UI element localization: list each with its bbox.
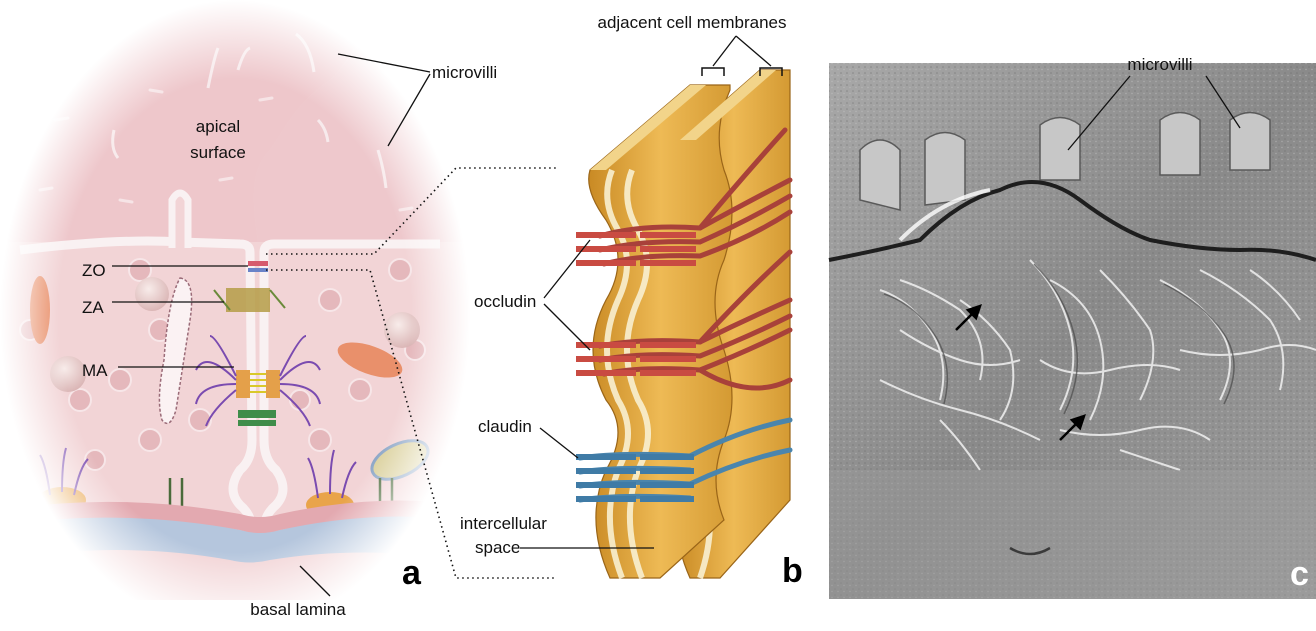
leader-occludin-2	[544, 304, 590, 350]
panel-a-illustration	[0, 0, 470, 631]
label-za: ZA	[82, 298, 104, 317]
label-occludin: occludin	[474, 292, 536, 311]
panel-letter-b: b	[782, 552, 803, 590]
label-microvilli-c: microvilli	[1127, 55, 1192, 74]
label-apical: apical	[196, 117, 240, 136]
label-zo: ZO	[82, 261, 106, 280]
leader-claudin	[540, 428, 578, 458]
label-microvilli-a: microvilli	[432, 63, 497, 82]
leader-adjacent-2	[736, 36, 771, 66]
panel-c-micrograph	[829, 63, 1316, 599]
label-ma: MA	[82, 361, 108, 380]
label-basal-lamina: basal lamina	[250, 600, 346, 619]
leader-adjacent-1	[713, 36, 736, 66]
label-intercellular: intercellular	[460, 514, 547, 533]
panel-b-illustration	[576, 68, 790, 578]
label-surface: surface	[190, 143, 246, 162]
panel-letter-a: a	[402, 554, 422, 592]
label-claudin: claudin	[478, 417, 532, 436]
leader-occludin-1	[544, 240, 590, 298]
label-space: space	[475, 538, 520, 557]
panel-letter-c: c	[1290, 555, 1309, 593]
label-adjacent-membranes: adjacent cell membranes	[598, 13, 787, 32]
